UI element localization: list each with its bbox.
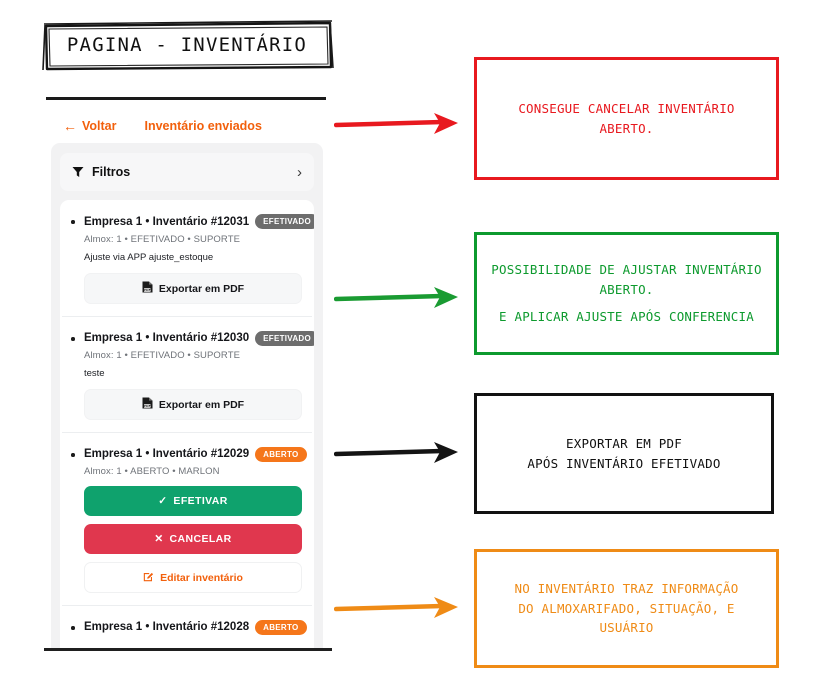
item-header: Empresa 1 • Inventário #12028 ABERTO <box>84 619 307 635</box>
list-item[interactable]: Empresa 1 • Inventário #12031 EFETIVADO … <box>62 200 314 316</box>
svg-text:PDF: PDF <box>144 288 151 292</box>
item-title: Empresa 1 • Inventário #12029 <box>84 448 250 460</box>
item-meta: Almox: 1 • EFETIVADO • SUPORTE <box>84 234 241 245</box>
annotation-orange-text: NO INVENTÁRIO TRAZ INFORMAÇÃO DO ALMOXAR… <box>514 581 739 636</box>
filters-label-group: Filtros <box>72 165 297 179</box>
item-header: Empresa 1 • Inventário #12031 EFETIVADO <box>84 213 314 230</box>
phone-bottom-divider <box>44 648 332 651</box>
bullet-marker <box>71 337 75 341</box>
efetivar-label: EFETIVAR <box>173 495 228 507</box>
bullet-marker <box>71 453 75 457</box>
check-icon: ✓ <box>158 494 168 507</box>
cancelar-label: CANCELAR <box>169 533 232 545</box>
status-badge: EFETIVADO <box>255 330 314 346</box>
screen-title: Inventário enviados <box>144 119 262 133</box>
editar-inventario-button[interactable]: Editar inventário <box>84 562 302 593</box>
export-pdf-label: Exportar em PDF <box>158 282 245 295</box>
status-badge: ABERTO <box>255 619 307 635</box>
mobile-screen-panel: Filtros › Empresa 1 • Inventário #12031 … <box>51 143 323 648</box>
export-pdf-label: Exportar em PDF <box>158 398 245 411</box>
annotation-black: EXPORTAR EM PDF APÓS INVENTÁRIO EFETIVAD… <box>474 393 774 514</box>
bullet-marker <box>71 626 75 630</box>
arrow-orange <box>334 597 458 618</box>
list-item[interactable]: Empresa 1 • Inventário #12028 ABERTO <box>62 605 312 647</box>
inventory-list: Empresa 1 • Inventário #12031 EFETIVADO … <box>60 200 314 648</box>
bullet-marker <box>71 220 75 224</box>
sketch-border <box>42 20 334 71</box>
export-pdf-button[interactable]: PDF Exportar em PDF <box>84 273 302 304</box>
annotation-red: CONSEGUE CANCELAR INVENTÁRIO ABERTO. <box>474 57 779 180</box>
page-title: PAGINA - INVENTÁRIO <box>66 34 308 56</box>
edit-pencil-icon <box>143 571 154 585</box>
list-item[interactable]: Empresa 1 • Inventário #12030 EFETIVADO … <box>62 316 314 432</box>
pdf-file-icon: PDF <box>142 281 153 296</box>
item-header: Empresa 1 • Inventário #12029 ABERTO <box>84 446 307 462</box>
annotation-green-text: POSSIBILIDADE DE AJUSTAR INVENTÁRIO ABER… <box>491 262 762 325</box>
annotation-orange: NO INVENTÁRIO TRAZ INFORMAÇÃO DO ALMOXAR… <box>474 549 779 668</box>
annotation-green: POSSIBILIDADE DE AJUSTAR INVENTÁRIO ABER… <box>474 232 779 355</box>
funnel-icon <box>72 167 84 177</box>
item-meta: Almox: 1 • ABERTO • MARLON <box>84 466 220 477</box>
cancelar-button[interactable]: ✕ CANCELAR <box>84 524 302 554</box>
arrow-red <box>334 113 458 134</box>
efetivar-button[interactable]: ✓ EFETIVAR <box>84 486 302 516</box>
back-button[interactable]: ← Voltar <box>63 119 117 133</box>
arrow-left-icon: ← <box>63 118 77 134</box>
phone-top-divider <box>46 97 326 100</box>
nav-bar: ← Voltar Inventário enviados <box>46 113 331 139</box>
item-title: Empresa 1 • Inventário #12028 <box>84 621 250 633</box>
close-x-icon: ✕ <box>154 532 164 545</box>
status-badge: EFETIVADO <box>255 214 314 229</box>
filters-bar[interactable]: Filtros › <box>60 153 314 191</box>
editar-inventario-label: Editar inventário <box>160 571 243 584</box>
arrow-black <box>334 442 458 463</box>
filters-label: Filtros <box>92 165 131 179</box>
chevron-right-icon[interactable]: › <box>297 163 302 181</box>
page-title-box: PAGINA - INVENTÁRIO <box>42 20 334 71</box>
pdf-file-icon: PDF <box>142 397 153 412</box>
arrow-green <box>334 287 458 308</box>
svg-text:PDF: PDF <box>144 404 151 408</box>
item-header: Empresa 1 • Inventário #12030 EFETIVADO <box>84 330 314 346</box>
annotation-red-text: CONSEGUE CANCELAR INVENTÁRIO ABERTO. <box>518 101 735 136</box>
export-pdf-button[interactable]: PDF Exportar em PDF <box>84 389 302 420</box>
list-item[interactable]: Empresa 1 • Inventário #12029 ABERTO Alm… <box>62 432 312 605</box>
item-title: Empresa 1 • Inventário #12030 <box>84 332 250 344</box>
annotation-black-text: EXPORTAR EM PDF APÓS INVENTÁRIO EFETIVAD… <box>527 436 721 471</box>
back-button-label: Voltar <box>82 119 117 133</box>
item-description: teste <box>84 368 105 379</box>
status-badge: ABERTO <box>255 446 307 462</box>
item-description: Ajuste via APP ajuste_estoque <box>84 252 214 263</box>
item-title: Empresa 1 • Inventário #12031 <box>84 215 250 228</box>
item-meta: Almox: 1 • EFETIVADO • SUPORTE <box>84 350 241 361</box>
